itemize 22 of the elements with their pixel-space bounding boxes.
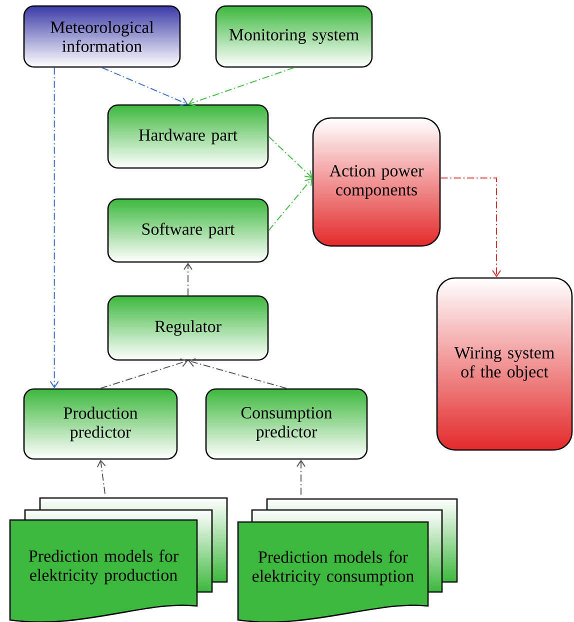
process-box: Hardware part xyxy=(107,104,269,169)
process-box: Regulator xyxy=(107,295,269,361)
process-box: Meteorological information xyxy=(23,5,181,68)
process-box: Wiring system of the object xyxy=(436,277,573,451)
arrow xyxy=(100,358,188,389)
arrow xyxy=(268,178,312,231)
arrow xyxy=(50,67,59,388)
process-box: Consumption predictor xyxy=(205,388,368,460)
arrow xyxy=(440,178,501,278)
arrow xyxy=(102,67,188,106)
arrow xyxy=(268,136,312,178)
arrow xyxy=(188,358,287,389)
arrow xyxy=(188,67,294,106)
arrow xyxy=(184,262,192,296)
arrow xyxy=(96,460,106,494)
arrow xyxy=(296,460,306,496)
process-box: Monitoring system xyxy=(215,5,373,68)
process-box: Production predictor xyxy=(23,388,178,460)
document-stack: Prediction models for elektricity consumption xyxy=(237,498,458,622)
process-box: Action power components xyxy=(312,117,441,247)
process-box: Software part xyxy=(107,198,269,263)
document-stack: Prediction models for elektricity production xyxy=(9,497,228,622)
